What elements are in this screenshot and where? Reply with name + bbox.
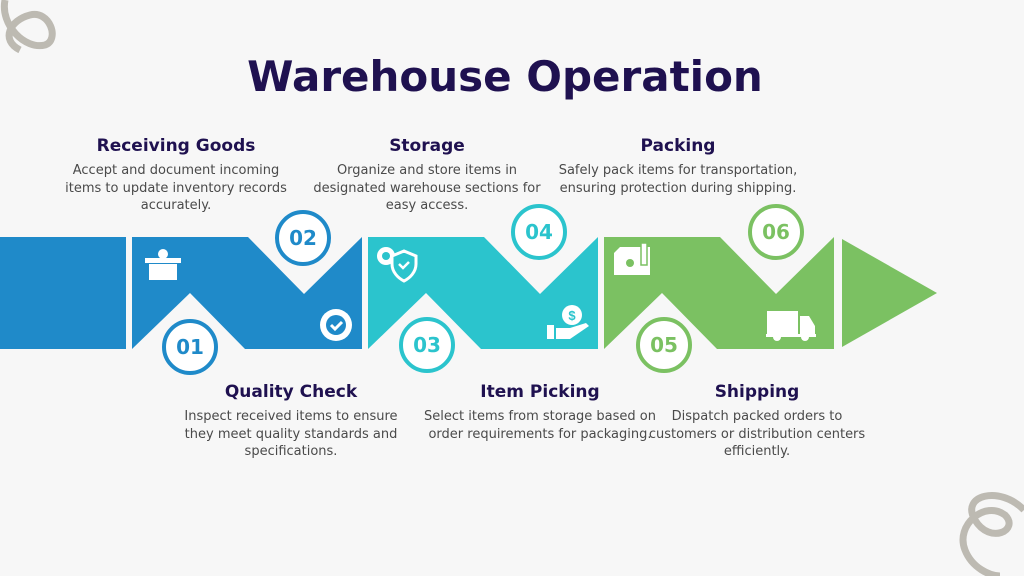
- arrow-head: [842, 239, 937, 347]
- step-title: Item Picking: [480, 382, 600, 402]
- step-number: 04: [525, 220, 553, 244]
- segment-blue: [132, 237, 362, 349]
- step-title: Quality Check: [224, 382, 358, 402]
- step-number: 06: [762, 220, 790, 244]
- step-number: 03: [413, 333, 441, 357]
- step-number-badge: 04: [511, 204, 567, 260]
- step-description: Inspect received items to ensure they me…: [184, 409, 398, 459]
- swirl-decoration-bottom-right: [959, 492, 1024, 576]
- band-start-segment: [0, 237, 126, 349]
- delivery-truck-icon: [766, 311, 816, 341]
- step-number-badge: 01: [162, 319, 218, 375]
- step-description: Organize and store items in designated w…: [313, 163, 541, 213]
- step-number-badge: 02: [275, 210, 331, 266]
- step-number: 02: [289, 226, 317, 250]
- step-description: Safely pack items for transportation, en…: [558, 163, 798, 196]
- quality-badge-icon: [320, 309, 352, 341]
- hand-money-icon: $: [547, 305, 589, 339]
- step-description: Accept and document incoming items to up…: [65, 163, 287, 213]
- step-title: Shipping: [714, 382, 800, 402]
- swirl-decoration-top-left: [0, 0, 56, 54]
- step-title: Storage: [389, 136, 465, 156]
- receiving-box-icon: [145, 249, 181, 280]
- step-number-badge: 06: [748, 204, 804, 260]
- step-number-badge: 03: [399, 317, 455, 373]
- segment-teal: [368, 237, 598, 349]
- step-number: 01: [176, 335, 204, 359]
- step-description: Select items from storage based on order…: [424, 409, 656, 442]
- step-number: 05: [650, 333, 678, 357]
- gear-shield-icon: [377, 247, 418, 283]
- page-title: Warehouse Operation: [247, 52, 763, 101]
- step-description: Dispatch packed orders to customers or d…: [648, 409, 866, 459]
- svg-text:$: $: [568, 308, 576, 323]
- step-title: Receiving Goods: [96, 136, 256, 156]
- step-title: Packing: [640, 136, 716, 156]
- document-edit-icon: [614, 242, 650, 275]
- step-number-badge: 05: [636, 317, 692, 373]
